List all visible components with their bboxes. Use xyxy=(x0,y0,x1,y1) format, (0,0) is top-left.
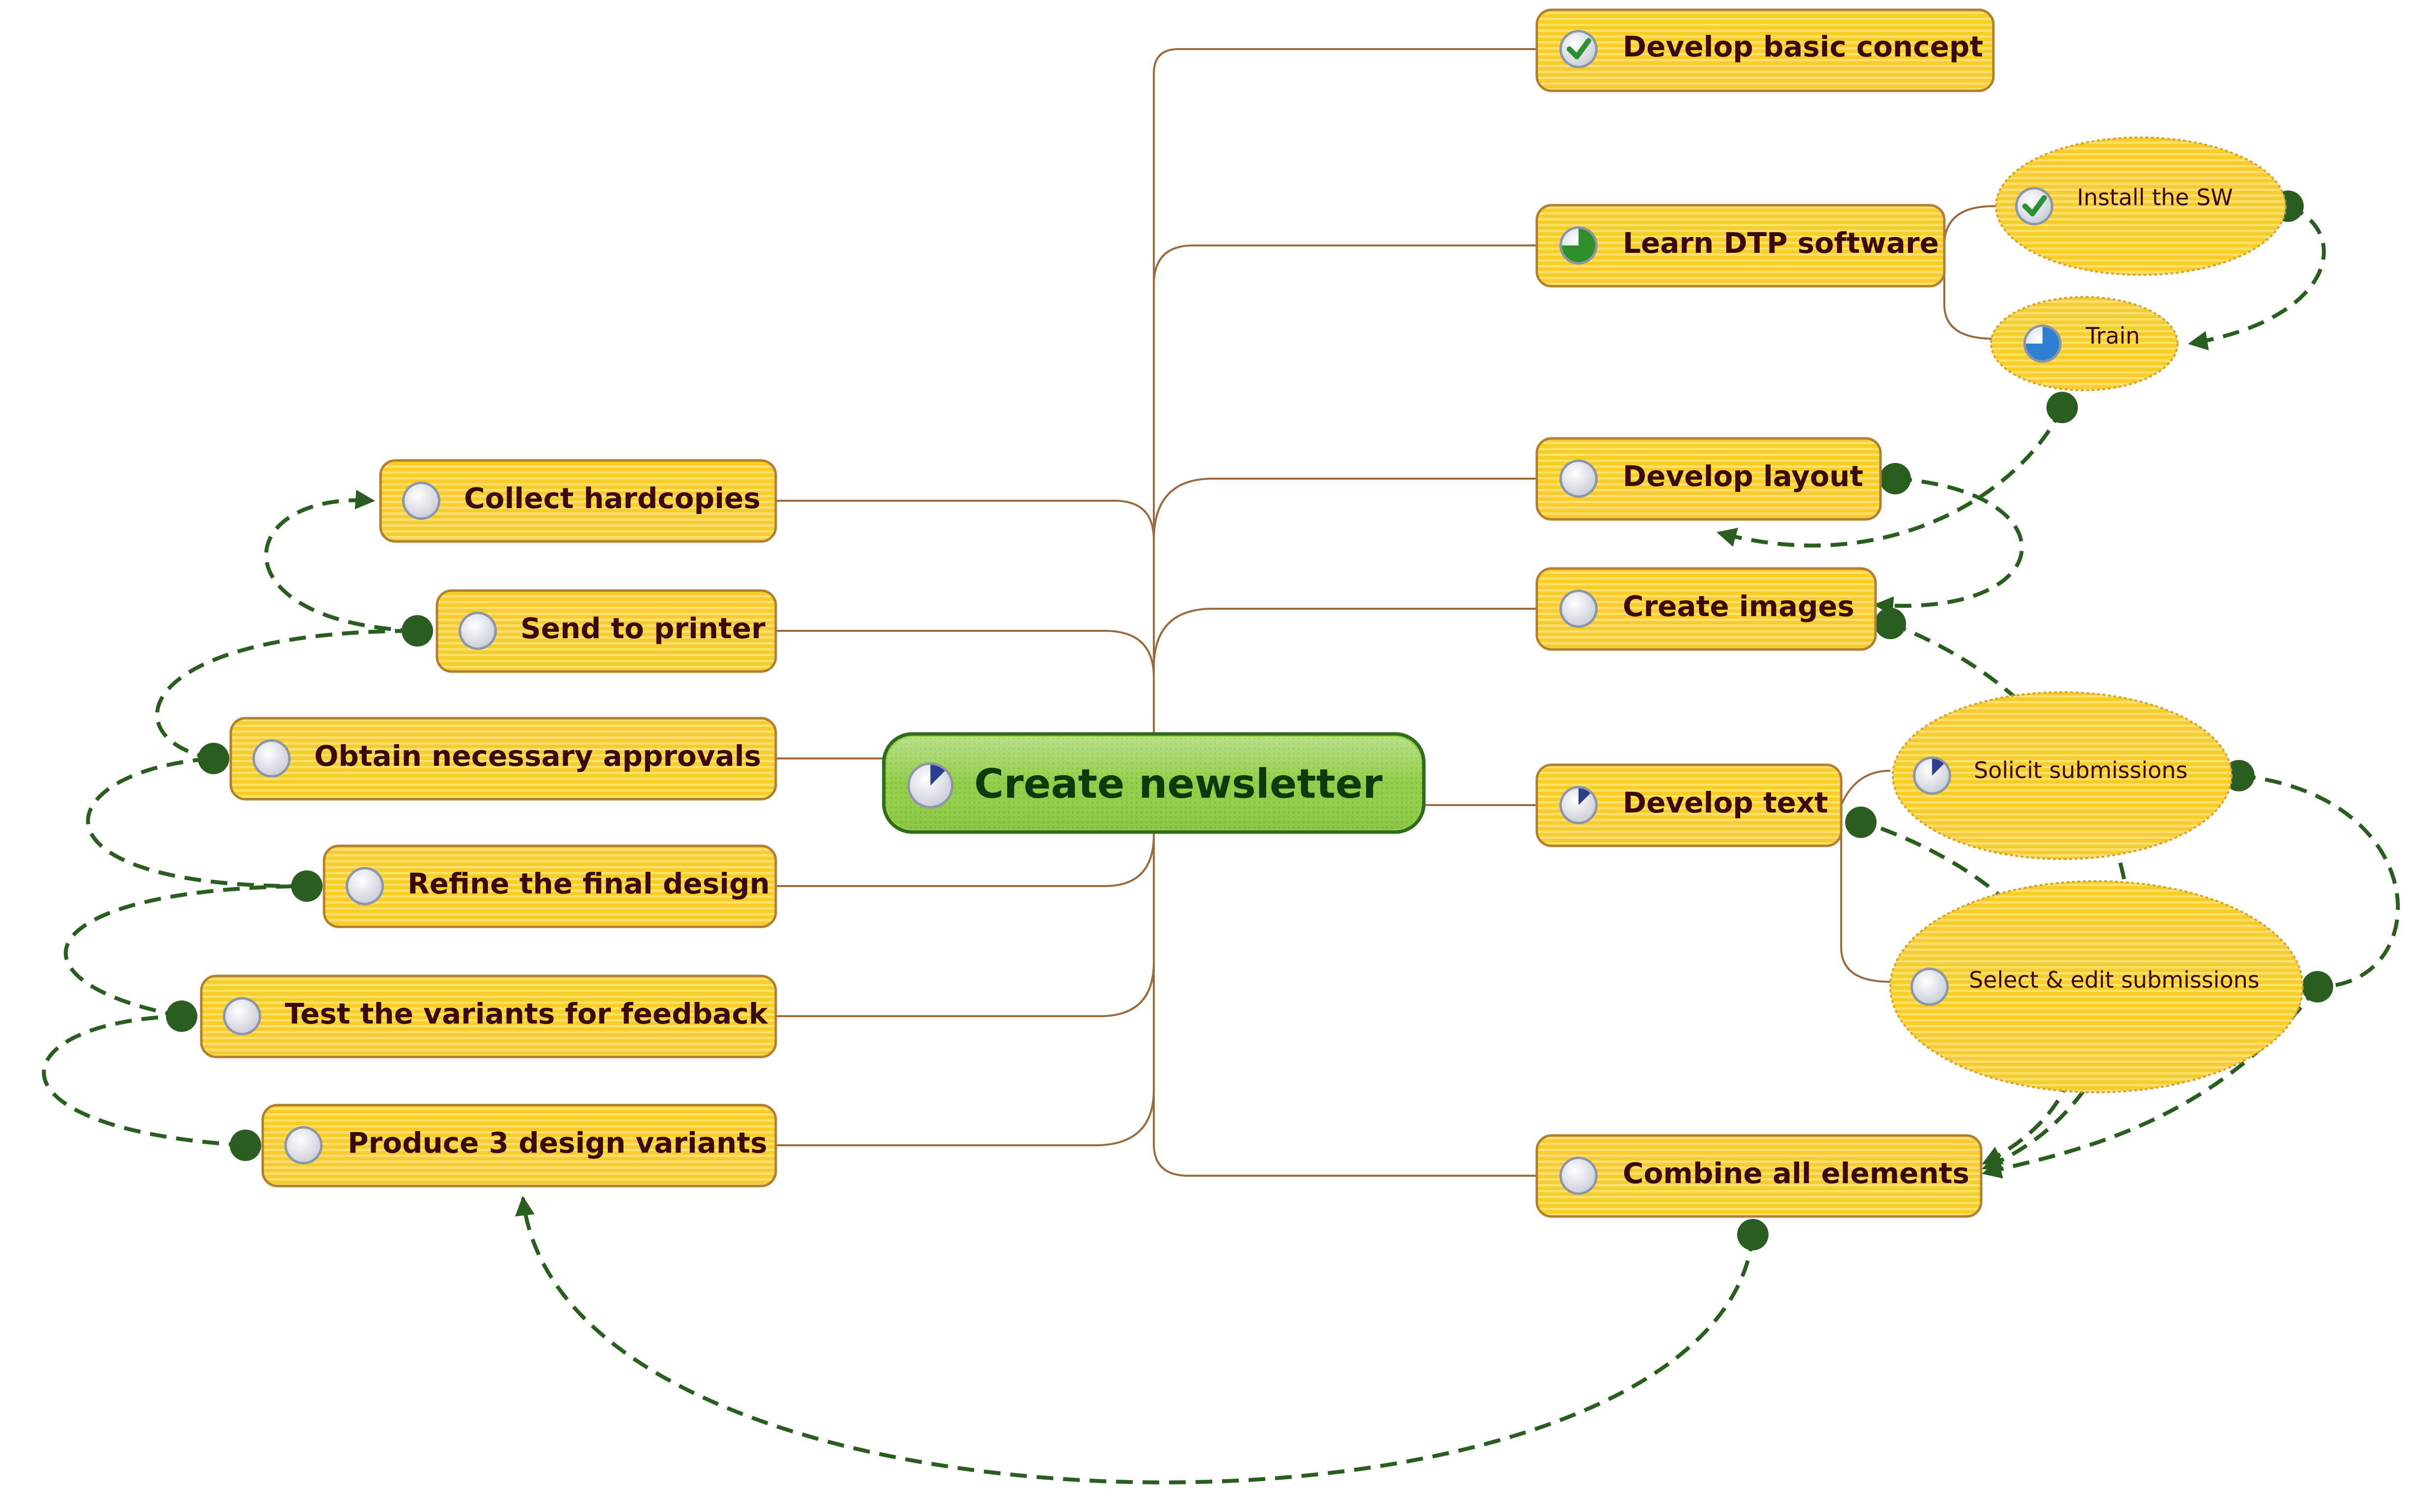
topic-learn-dtp-software[interactable]: Learn DTP software xyxy=(1535,204,1946,288)
progress-pie-icon xyxy=(1559,226,1598,265)
topic-send-to-printer[interactable]: Send to printer xyxy=(436,589,777,673)
central-topic-label: Create newsletter xyxy=(974,761,1383,808)
progress-pie-icon xyxy=(907,762,954,809)
subtopic-label: Train xyxy=(2085,323,2140,349)
progress-pie-icon xyxy=(284,1126,323,1164)
progress-pie-icon xyxy=(459,612,497,650)
topic-combine-all-elements[interactable]: Combine all elements xyxy=(1535,1134,1983,1218)
subtopic-label: Select & edit submissions xyxy=(1969,967,2260,993)
progress-pie-icon xyxy=(1559,459,1598,498)
progress-pie-icon xyxy=(223,997,261,1035)
branch-connectors xyxy=(776,48,1996,1177)
subtopic-train[interactable]: Train xyxy=(1990,296,2179,391)
progress-pie-icon xyxy=(1913,756,1951,795)
topic-label: Combine all elements xyxy=(1623,1157,1969,1190)
topic-label: Refine the final design xyxy=(408,867,770,900)
topic-label: Produce 3 design variants xyxy=(348,1126,767,1160)
progress-pie-icon xyxy=(346,867,384,905)
topic-develop-basic-concept[interactable]: Develop basic concept xyxy=(1535,8,1995,92)
checkmark-icon xyxy=(2015,187,2053,225)
topic-develop-layout[interactable]: Develop layout xyxy=(1535,437,1882,521)
progress-pie-icon xyxy=(1559,590,1598,628)
checkmark-icon xyxy=(1559,30,1598,68)
progress-pie-icon xyxy=(1910,968,1949,1006)
progress-pie-icon xyxy=(252,739,291,778)
topic-label: Develop basic concept xyxy=(1623,30,1983,63)
topic-label: Send to printer xyxy=(520,612,765,645)
topic-create-images[interactable]: Create images xyxy=(1535,567,1877,651)
topic-label: Develop layout xyxy=(1623,459,1863,493)
progress-pie-icon xyxy=(1559,786,1598,824)
topic-label: Collect hardcopies xyxy=(464,482,761,515)
subtopic-select-edit-submissions[interactable]: Select & edit submissions xyxy=(1889,880,2304,1093)
topic-test-the-variants-for-feedback[interactable]: Test the variants for feedback xyxy=(200,974,777,1058)
topic-label: Obtain necessary approvals xyxy=(314,739,761,773)
topic-produce-3-design-variants[interactable]: Produce 3 design variants xyxy=(261,1104,777,1188)
subtopic-install-the-sw[interactable]: Install the SW xyxy=(1995,136,2287,276)
topic-collect-hardcopies[interactable]: Collect hardcopies xyxy=(379,459,777,543)
topic-refine-the-final-design[interactable]: Refine the final design xyxy=(323,844,777,928)
progress-pie-icon xyxy=(2023,324,2062,363)
topic-label: Develop text xyxy=(1623,786,1828,819)
progress-pie-icon xyxy=(1559,1157,1598,1195)
relationship-endpoints xyxy=(166,190,2333,1250)
topic-develop-text[interactable]: Develop text xyxy=(1535,763,1843,847)
subtopic-label: Solicit submissions xyxy=(1974,757,2188,783)
relationship-arrows xyxy=(42,204,2400,1485)
central-topic[interactable]: Create newsletter xyxy=(882,732,1426,834)
topic-label: Create images xyxy=(1623,590,1854,623)
topic-obtain-necessary-approvals[interactable]: Obtain necessary approvals xyxy=(229,717,777,801)
subtopic-solicit-submissions[interactable]: Solicit submissions xyxy=(1892,691,2233,860)
progress-pie-icon xyxy=(402,482,440,520)
topic-label: Test the variants for feedback xyxy=(285,997,768,1030)
subtopic-label: Install the SW xyxy=(2077,184,2233,211)
topic-label: Learn DTP software xyxy=(1623,226,1939,260)
